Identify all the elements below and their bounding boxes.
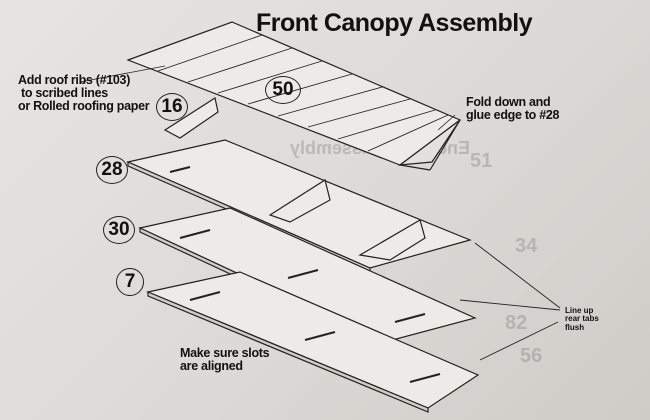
roof-ribs-note: Add roof ribs (#103) to scribed lines or… [18,73,150,114]
note-line: are aligned [180,359,243,374]
part-label-28: 28 [96,156,128,184]
fold-note: Fold down and glue edge to #28 [466,95,560,123]
part-label-30: 30 [103,216,135,244]
part-label-16: 16 [156,93,188,121]
note-line: to scribed lines [21,86,108,101]
note-line: Add roof ribs (#103) [18,73,131,87]
part-label-50: 50 [265,76,301,104]
bleed-through-number: 82 [505,312,528,334]
part-label-7: 7 [116,268,144,296]
board-part-7 [145,271,480,413]
bleed-through-number: 56 [520,345,543,367]
note-line: rear tabs [565,314,599,324]
bleed-through-number: 34 [515,235,538,257]
note-line: flush [565,322,585,332]
gusset-part-16 [163,97,219,139]
line-up-note: Line up rear tabs flush [565,306,599,332]
note-line: or Rolled roofing paper [18,99,150,114]
note-line: Fold down and [466,95,551,109]
note-line: Make sure slots [180,346,270,360]
page-title: Front Canopy Assembly [256,9,533,37]
note-line: Line up [565,306,594,315]
bleed-through-number: 51 [470,150,493,172]
note-line: glue edge to #28 [466,108,560,123]
slots-note: Make sure slots are aligned [180,346,270,374]
